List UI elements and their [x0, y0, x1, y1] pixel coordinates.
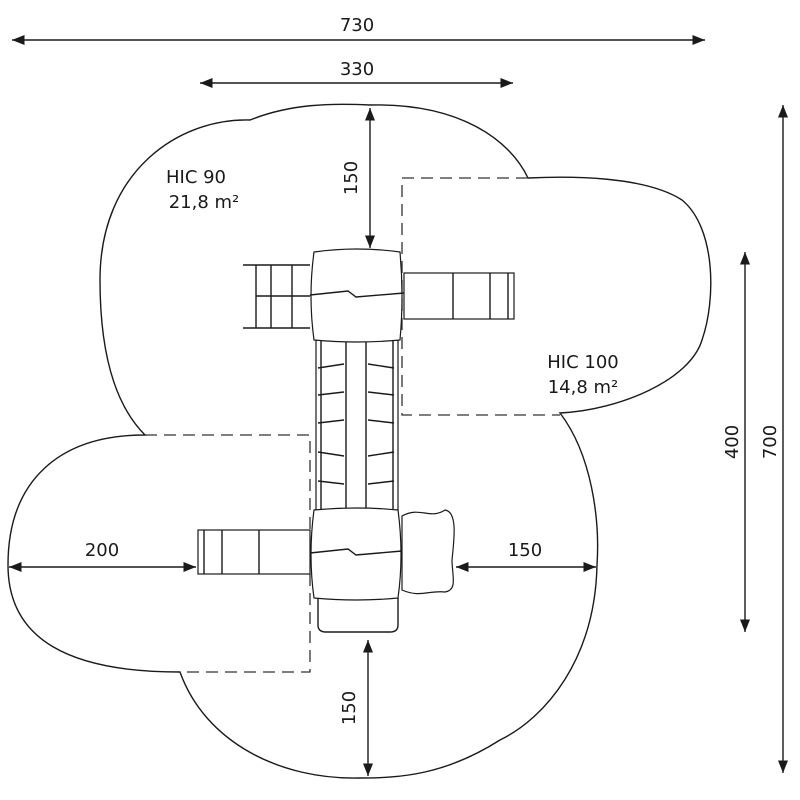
hic100-zone-boundary — [401, 177, 560, 416]
platform-bottom — [309, 507, 403, 601]
platform-top — [309, 248, 405, 343]
slide-bottom-left — [197, 529, 311, 575]
label-structure-length: 400 — [722, 425, 743, 459]
label-bottom-clearance: 150 — [339, 691, 360, 725]
ladder-top-left — [243, 264, 310, 329]
hic90-area: 21,8 m² — [169, 192, 240, 213]
hic100-area: 14,8 m² — [548, 377, 619, 398]
label-left-clearance: 200 — [85, 540, 119, 561]
label-total-length: 700 — [760, 425, 781, 459]
label-platform-width: 330 — [340, 59, 374, 80]
label-total-width: 730 — [340, 15, 374, 36]
dimension-lines — [9, 34, 789, 776]
hic100-label: HIC 100 — [547, 352, 619, 373]
climbing-wall — [401, 509, 455, 595]
bridge — [315, 339, 399, 511]
safety-area-outline — [7, 103, 712, 779]
play-structure — [197, 248, 515, 633]
label-top-clearance: 150 — [341, 161, 362, 195]
bottom-arch-rail — [317, 598, 399, 633]
hic90-zone-boundary — [145, 434, 311, 673]
label-right-clearance: 150 — [508, 540, 542, 561]
hic90-label: HIC 90 — [166, 167, 226, 188]
slide-top-right — [403, 272, 515, 320]
